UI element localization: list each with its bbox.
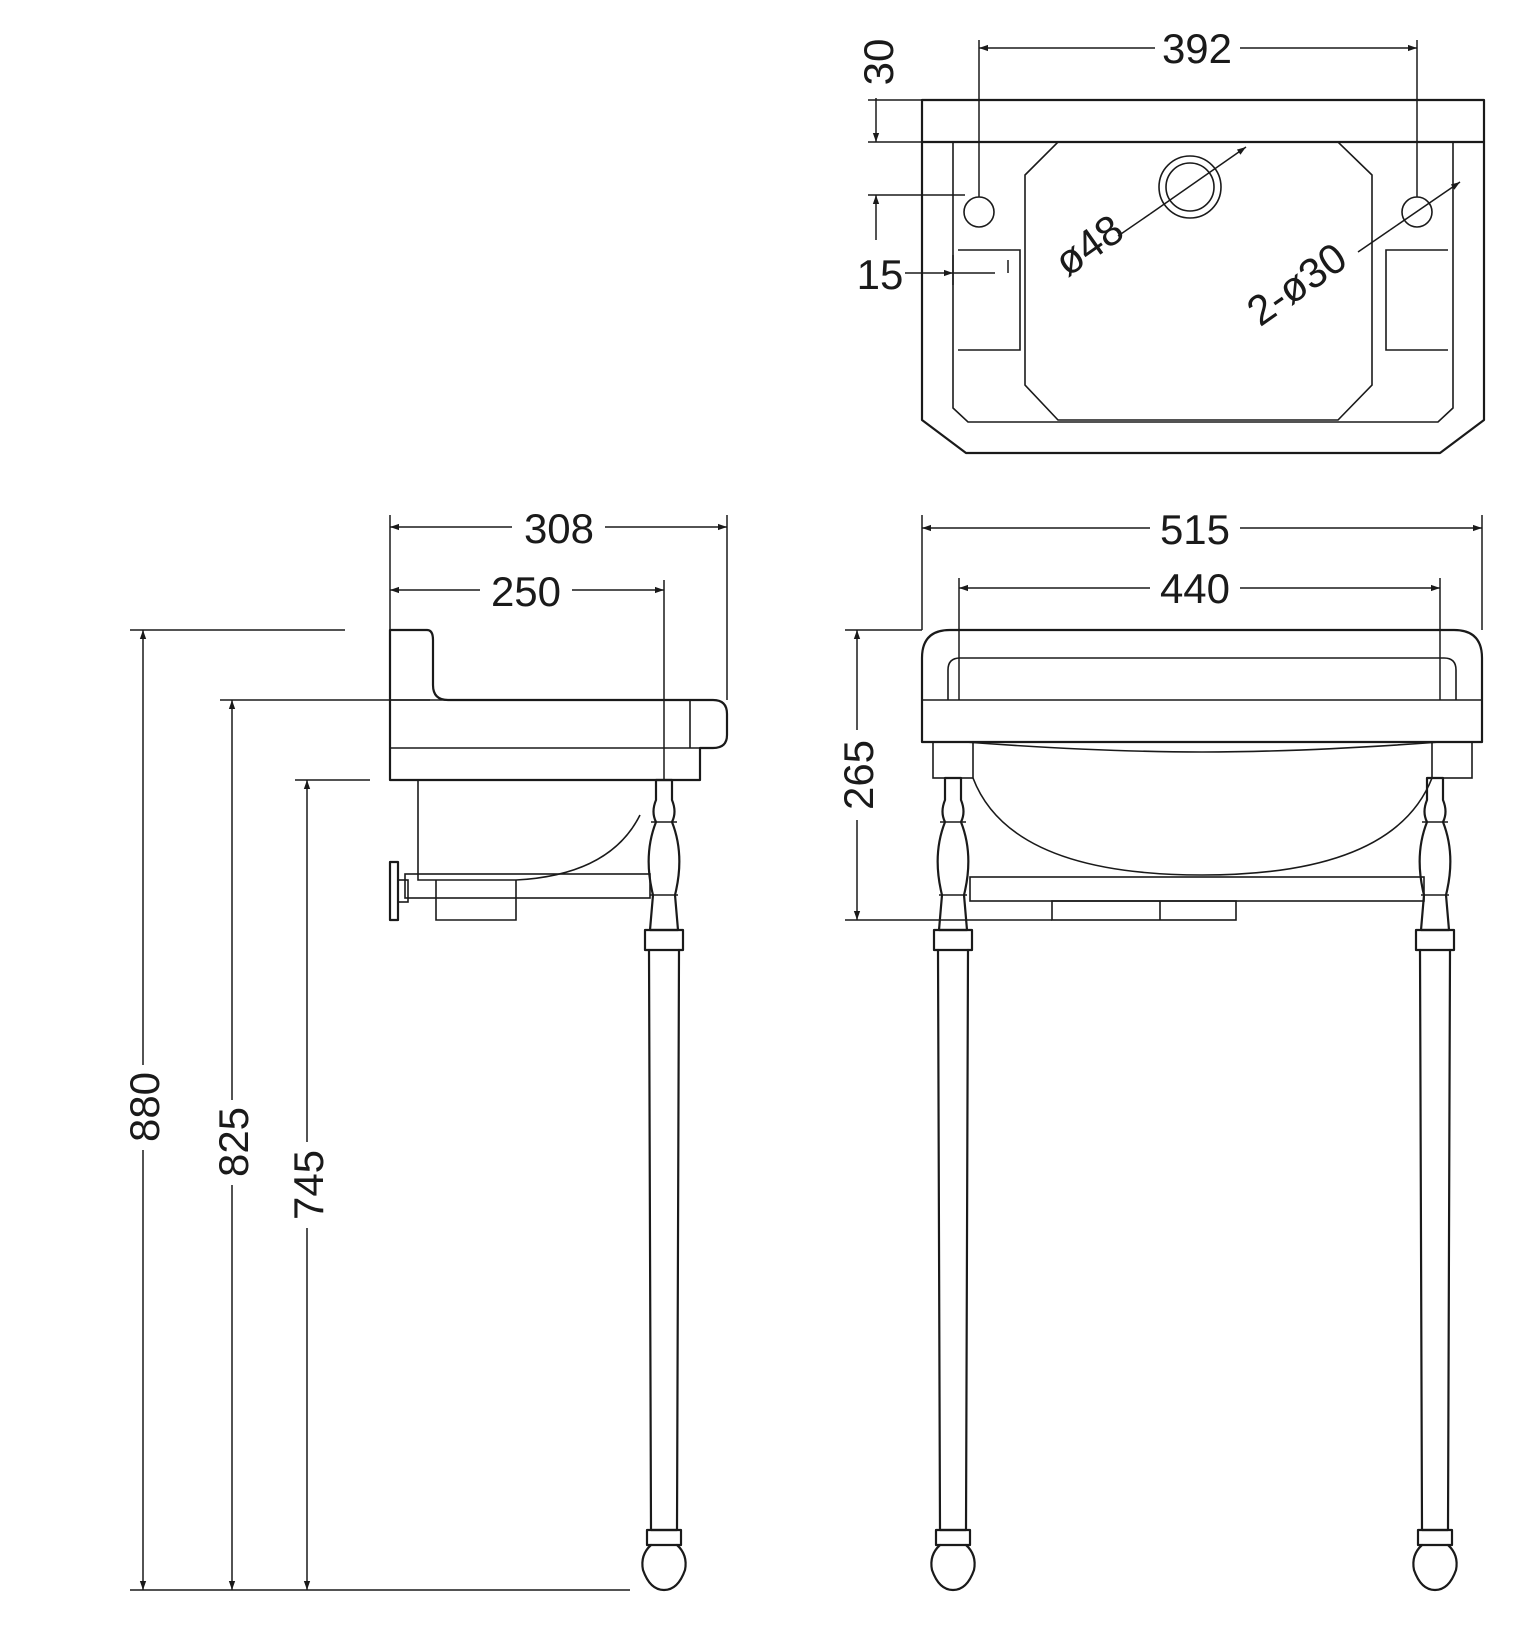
dim-leg-spacing: 440 xyxy=(1160,565,1230,612)
side-view-dimensions: 308 250 880 825 745 xyxy=(121,505,728,1591)
dim-overall-depth: 308 xyxy=(524,505,594,552)
dim-tap-holes: 2-ø30 xyxy=(1238,233,1355,334)
dim-bowl-depth: 250 xyxy=(491,568,561,615)
front-view-dimensions: 515 440 265 xyxy=(835,506,1483,921)
top-view xyxy=(920,98,1486,455)
dim-basin-height: 265 xyxy=(835,740,882,810)
dim-overall-width: 515 xyxy=(1160,506,1230,553)
dim-overall-height: 880 xyxy=(121,1072,168,1142)
side-leg xyxy=(641,778,687,1592)
dim-underside-height: 745 xyxy=(285,1150,332,1220)
dim-side-offset: 15 xyxy=(857,251,904,298)
dim-rim-height: 825 xyxy=(210,1107,257,1177)
waste-hole-outer xyxy=(1158,155,1222,219)
dim-waste-diameter: ø48 xyxy=(1046,205,1132,285)
top-view-dimensions: 392 30 15 ø48 2-ø30 xyxy=(855,25,1461,335)
front-right-leg xyxy=(1412,776,1458,1592)
left-tap-hole xyxy=(963,196,995,228)
waste-hole-inner xyxy=(1165,162,1215,212)
front-view xyxy=(920,628,1484,1592)
dim-hole-spacing: 392 xyxy=(1162,25,1232,72)
dim-back-edge: 30 xyxy=(855,39,902,86)
side-view xyxy=(388,628,729,1592)
front-left-leg xyxy=(930,776,976,1592)
